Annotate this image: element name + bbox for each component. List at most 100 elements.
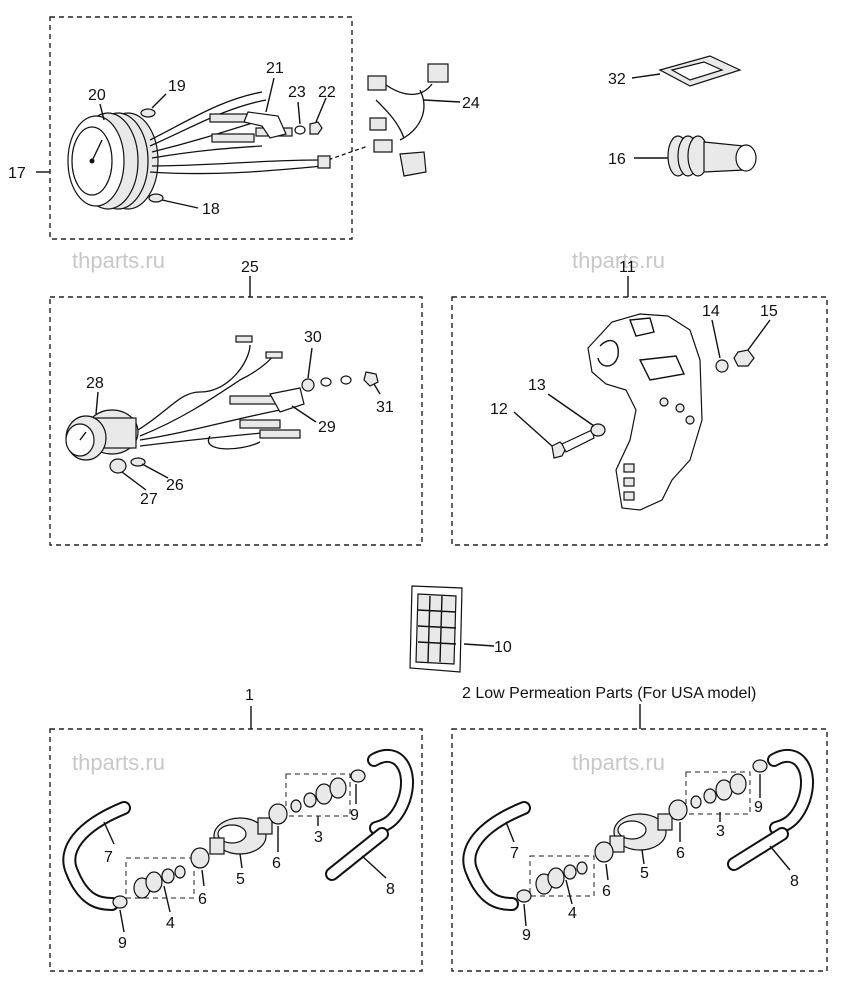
callout-9: 9 xyxy=(118,935,127,952)
callout-1: 1 xyxy=(245,687,254,704)
hose-7-usa xyxy=(462,801,531,911)
callout-7: 7 xyxy=(104,849,113,866)
leader-26 xyxy=(141,463,169,479)
callout-5: 5 xyxy=(236,871,245,888)
callout-9: 9 xyxy=(350,807,359,824)
primer-bulb-5-usa xyxy=(609,813,673,853)
group-2-caption: 2 Low Permeation Parts (For USA model) xyxy=(462,685,756,702)
leader-28 xyxy=(95,391,99,415)
leader-12 xyxy=(513,411,553,447)
callout-12: 12 xyxy=(490,401,508,418)
callout-21: 21 xyxy=(266,60,284,77)
leader-24 xyxy=(423,99,461,103)
callout-16: 16 xyxy=(608,151,626,168)
callout-26: 26 xyxy=(166,477,184,494)
bolt-12 xyxy=(551,429,595,459)
mounting-bracket-11 xyxy=(587,313,703,511)
callout-24: 24 xyxy=(462,95,480,112)
primer-bulb-5 xyxy=(209,817,273,855)
watermark: thparts.ru xyxy=(72,750,165,775)
callout-4: 4 xyxy=(166,915,175,932)
bracket-21 xyxy=(243,111,287,139)
nut-22 xyxy=(309,121,323,135)
leader-8b xyxy=(769,845,791,871)
callout-6: 6 xyxy=(198,891,207,908)
callout-19: 19 xyxy=(168,78,186,95)
callout-6: 6 xyxy=(676,845,685,862)
callout-15: 15 xyxy=(760,303,778,320)
leader-13 xyxy=(547,393,595,427)
callout-31: 31 xyxy=(376,399,394,416)
callout-8: 8 xyxy=(386,881,395,898)
leader-19 xyxy=(151,93,167,109)
leader-10 xyxy=(463,643,495,647)
leader-31 xyxy=(373,383,381,395)
callout-23: 23 xyxy=(288,84,306,101)
hose-7 xyxy=(62,801,131,911)
callout-32: 32 xyxy=(608,71,626,88)
callout-5: 5 xyxy=(640,865,649,882)
leader-32 xyxy=(631,73,661,79)
callout-3: 3 xyxy=(314,829,323,846)
leader-30 xyxy=(307,347,313,379)
leader-22 xyxy=(315,97,327,123)
leader-29 xyxy=(291,405,317,423)
callout-7: 7 xyxy=(510,845,519,862)
leader-7a xyxy=(103,821,115,845)
callout-20: 20 xyxy=(88,87,106,104)
callout-29: 29 xyxy=(318,419,336,436)
group-box-17 xyxy=(49,16,353,240)
tachometer-wiring xyxy=(149,91,323,175)
leader-6c xyxy=(605,863,609,881)
leader-4b xyxy=(565,879,573,905)
callout-17: 17 xyxy=(8,165,26,182)
hose-8 xyxy=(325,748,415,881)
callout-14: 14 xyxy=(702,303,720,320)
leader-8a xyxy=(361,855,387,879)
hardware-30-31 xyxy=(301,371,379,392)
gauge-harness-25 xyxy=(137,335,305,450)
leader-14 xyxy=(711,319,721,359)
callout-25: 25 xyxy=(241,259,259,276)
leader-9c xyxy=(523,903,527,927)
callout-9: 9 xyxy=(522,927,531,944)
watermark: thparts.ru xyxy=(572,750,665,775)
leader-9a xyxy=(119,909,125,933)
fittings-3-4-6-9 xyxy=(112,769,366,909)
leader-18 xyxy=(161,199,199,209)
decal-32 xyxy=(658,55,742,87)
leader-5b xyxy=(641,849,645,865)
leader-7b xyxy=(505,821,515,843)
watermark: thparts.ru xyxy=(572,248,665,273)
gauge-28 xyxy=(65,409,139,461)
washer-23 xyxy=(294,125,306,135)
callout-18: 18 xyxy=(202,201,220,218)
washer-18 xyxy=(148,193,164,203)
washer-13 xyxy=(590,423,606,437)
leader-20 xyxy=(99,103,105,121)
leader-5a xyxy=(239,853,243,869)
callout-9: 9 xyxy=(754,799,763,816)
leader-6a xyxy=(201,869,205,887)
washers-26-27 xyxy=(109,457,146,474)
callout-6: 6 xyxy=(272,855,281,872)
leader-15 xyxy=(747,319,771,351)
callout-3: 3 xyxy=(716,823,725,840)
hose-8-usa xyxy=(727,748,815,871)
callout-30: 30 xyxy=(304,329,322,346)
tachometer-gauge xyxy=(67,112,159,210)
callout-13: 13 xyxy=(528,377,546,394)
callout-22: 22 xyxy=(318,84,336,101)
leader-23 xyxy=(297,101,301,125)
callout-10: 10 xyxy=(494,639,512,656)
group-box-1 xyxy=(49,728,423,972)
group-box-2 xyxy=(451,728,828,972)
callout-4: 4 xyxy=(568,905,577,922)
leader-4a xyxy=(163,885,171,913)
washer-14 xyxy=(715,359,729,373)
leader-27 xyxy=(121,471,147,491)
nut-15 xyxy=(733,349,755,367)
group-box-25 xyxy=(49,296,423,546)
callout-27: 27 xyxy=(140,491,158,508)
